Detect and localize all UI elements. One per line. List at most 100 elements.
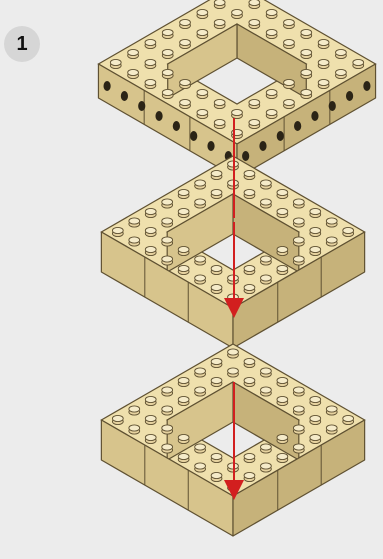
stud-top	[266, 109, 277, 115]
stud-top	[195, 180, 206, 186]
stud-top	[261, 368, 272, 374]
pin-hole	[138, 101, 145, 111]
stud-top	[129, 406, 140, 412]
stud-top	[261, 444, 272, 450]
stud-top	[214, 119, 225, 125]
stud-top	[244, 284, 255, 290]
stud-top	[266, 29, 277, 35]
stud-top	[244, 377, 255, 383]
stud-top	[228, 368, 239, 374]
stud-top	[261, 180, 272, 186]
stud-top	[293, 199, 304, 205]
stud-top	[178, 246, 189, 252]
stud-top	[310, 208, 321, 214]
stud-top	[277, 453, 288, 459]
pin-hole	[259, 141, 266, 151]
stud-top	[318, 59, 329, 65]
stud-top	[326, 406, 337, 412]
stud-top	[129, 218, 140, 224]
stud-top	[214, 0, 225, 6]
stud-top	[310, 396, 321, 402]
stud-top	[284, 39, 295, 45]
stud-top	[261, 256, 272, 262]
stud-top	[195, 444, 206, 450]
pin-hole	[311, 111, 318, 121]
stud-top	[162, 69, 173, 75]
stud-top	[301, 49, 312, 55]
stud-top	[128, 69, 139, 75]
stud-top	[180, 99, 191, 105]
stud-top	[180, 39, 191, 45]
stud-top	[112, 227, 123, 233]
stud-top	[277, 208, 288, 214]
pin-hole	[294, 121, 301, 131]
stud-top	[178, 453, 189, 459]
stud-top	[293, 444, 304, 450]
stud-top	[293, 387, 304, 393]
stud-top	[128, 49, 139, 55]
stud-top	[244, 189, 255, 195]
stud-top	[145, 208, 156, 214]
stud-top	[249, 119, 260, 125]
stud-top	[211, 265, 222, 271]
stud-top	[277, 265, 288, 271]
stud-top	[195, 368, 206, 374]
stud-top	[310, 227, 321, 233]
stud-top	[211, 284, 222, 290]
stud-top	[180, 19, 191, 25]
stud-top	[162, 406, 173, 412]
stud-top	[145, 227, 156, 233]
stud-top	[277, 189, 288, 195]
stud-top	[162, 49, 173, 55]
stud-top	[336, 69, 347, 75]
stud-top	[178, 189, 189, 195]
stud-top	[261, 275, 272, 281]
stud-top	[195, 199, 206, 205]
stud-top	[129, 237, 140, 243]
stud-top	[310, 434, 321, 440]
pin-hole	[346, 91, 353, 101]
stud-top	[277, 434, 288, 440]
stud-top	[293, 218, 304, 224]
stud-top	[211, 358, 222, 364]
stud-top	[293, 406, 304, 412]
stud-top	[310, 246, 321, 252]
stud-top	[301, 89, 312, 95]
stud-top	[232, 109, 243, 115]
stud-top	[195, 275, 206, 281]
stud-top	[244, 358, 255, 364]
stud-top	[343, 227, 354, 233]
stud-top	[211, 189, 222, 195]
pin-hole	[277, 131, 284, 141]
stud-top	[145, 39, 156, 45]
stud-top	[266, 89, 277, 95]
stud-top	[293, 256, 304, 262]
stud-top	[211, 170, 222, 176]
stud-top	[211, 472, 222, 478]
stud-top	[284, 79, 295, 85]
stud-top	[180, 79, 191, 85]
stud-top	[318, 79, 329, 85]
pin-hole	[155, 111, 162, 121]
stud-top	[284, 19, 295, 25]
stud-top	[244, 170, 255, 176]
stud-top	[249, 99, 260, 105]
stud-top	[249, 0, 260, 6]
pin-hole	[104, 81, 111, 91]
stud-top	[162, 29, 173, 35]
stud-top	[162, 89, 173, 95]
stud-top	[318, 39, 329, 45]
pin-hole	[207, 141, 214, 151]
stud-top	[197, 89, 208, 95]
stud-top	[145, 415, 156, 421]
pin-hole	[173, 121, 180, 131]
pin-hole	[242, 151, 249, 161]
stud-top	[162, 425, 173, 431]
stud-top	[178, 377, 189, 383]
stud-top	[261, 387, 272, 393]
stud-top	[284, 99, 295, 105]
stud-top	[211, 377, 222, 383]
stud-top	[277, 246, 288, 252]
